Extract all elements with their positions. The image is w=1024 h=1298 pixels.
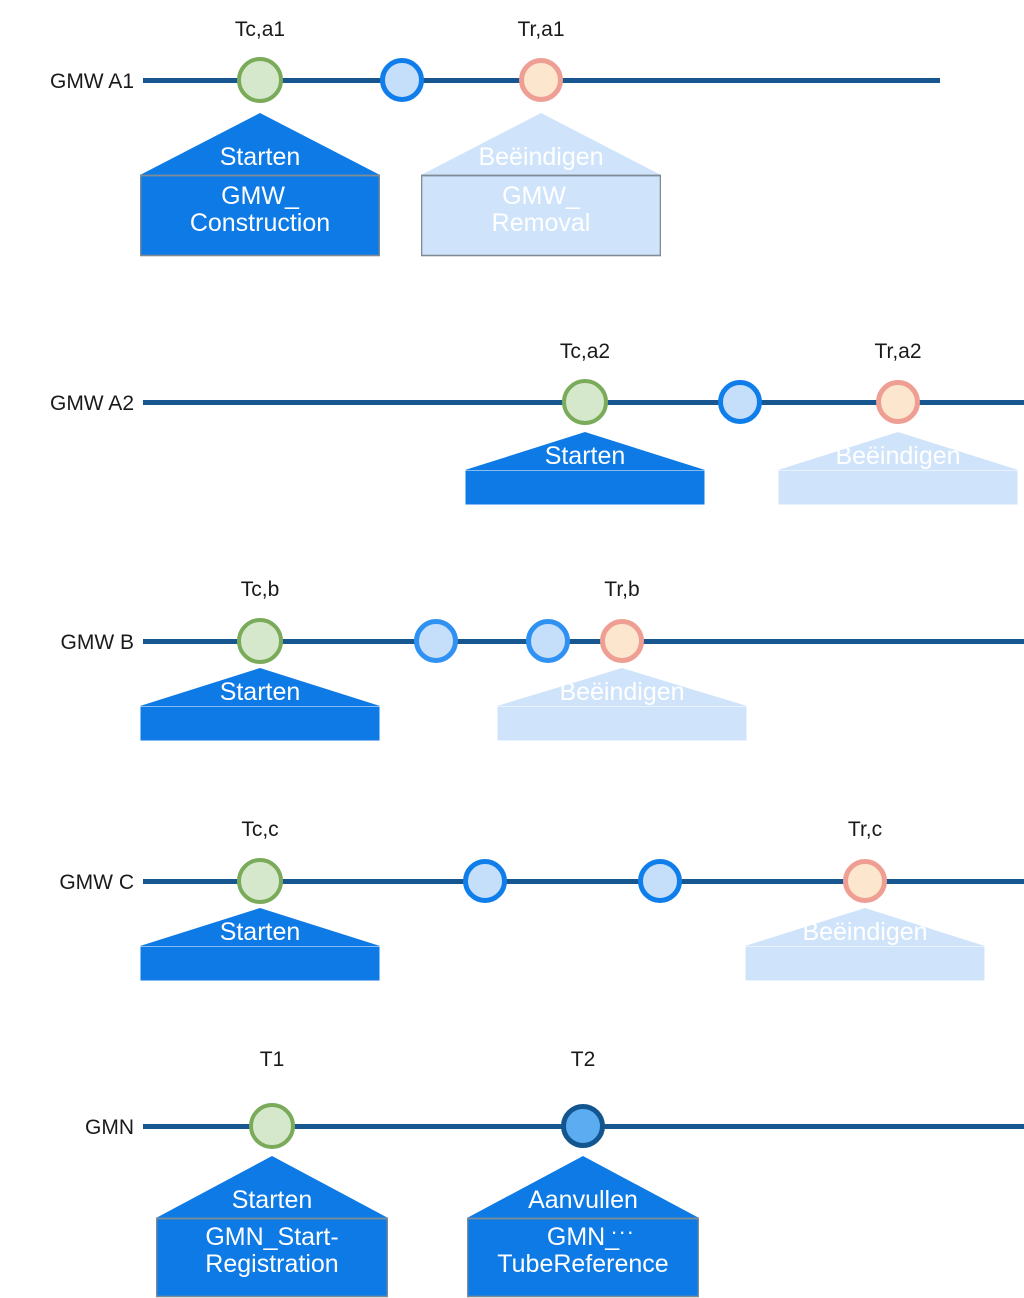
row-label-gmw-c: GMW C — [59, 871, 134, 894]
tick-label-gmw-b-3: Tr,b — [604, 578, 640, 601]
node-red-removal-gmw-a1[interactable] — [519, 58, 563, 102]
house-starten: Starten — [140, 668, 380, 742]
node-blue-intermediate-gmw-a2[interactable] — [718, 380, 762, 424]
row-label-gmw-a2: GMW A2 — [49, 392, 134, 415]
house-beeindigen: Beëindigen — [745, 908, 985, 982]
house-starten: Starten — [465, 432, 705, 506]
node-blue-intermediate-2-gmw-c[interactable] — [638, 859, 682, 903]
node-green-construction-gmw-b[interactable] — [237, 618, 283, 664]
house-beeindigen-shape — [778, 432, 1018, 505]
node-red-removal-gmw-a2[interactable] — [876, 380, 920, 424]
house-gmn-startregistration-shape — [156, 1156, 388, 1298]
house-starten-shape — [140, 908, 380, 981]
house-beeindigen-shape — [745, 908, 985, 981]
house-gmn-tubereference-ellipsis: ... — [611, 1214, 636, 1239]
node-green-start-gmn[interactable] — [249, 1103, 295, 1149]
house-beeindigen-shape — [497, 668, 747, 741]
tick-label-gmw-a2-2: Tr,a2 — [874, 340, 922, 363]
node-green-construction-gmw-a1[interactable] — [237, 57, 283, 103]
house-gmn-tubereference: Aanvullen...GMN_TubeReference — [467, 1156, 699, 1298]
house-starten-shape — [465, 432, 705, 505]
tick-label-gmw-a1-0: Tc,a1 — [234, 18, 286, 41]
timeline-axis-gmw-c — [143, 879, 1024, 884]
row-label-gmw-b: GMW B — [60, 631, 135, 654]
tick-label-gmw-c-0: Tc,c — [241, 818, 279, 841]
node-blue-intermediate-gmw-a1[interactable] — [380, 58, 424, 102]
node-blue-intermediate-1-gmw-b[interactable] — [414, 619, 458, 663]
row-label-gmw-a1: GMW A1 — [49, 70, 134, 93]
house-starten: Starten — [140, 908, 380, 982]
house-starten-shape — [140, 668, 380, 741]
node-green-construction-gmw-a2[interactable] — [562, 379, 608, 425]
house-beeindigen: Beëindigen — [497, 668, 747, 742]
tick-label-gmw-a1-2: Tr,a1 — [517, 18, 565, 41]
node-red-removal-gmw-c[interactable] — [843, 859, 887, 903]
timeline-axis-gmw-b — [143, 639, 1024, 644]
row-label-gmn: GMN — [85, 1116, 134, 1139]
tick-label-gmn-0: T1 — [259, 1048, 285, 1071]
node-darkblue-tube-gmn[interactable] — [561, 1104, 605, 1148]
tick-label-gmn-1: T2 — [570, 1048, 596, 1071]
tick-label-gmw-a2-0: Tc,a2 — [559, 340, 611, 363]
tick-label-gmw-b-0: Tc,b — [240, 578, 280, 601]
node-red-removal-gmw-b[interactable] — [600, 619, 644, 663]
node-blue-intermediate-1-gmw-c[interactable] — [463, 859, 507, 903]
house-gmn-tubereference-shape — [467, 1156, 699, 1298]
node-green-construction-gmw-c[interactable] — [237, 858, 283, 904]
house-gmw-construction-shape — [140, 113, 380, 257]
node-blue-intermediate-2-gmw-b[interactable] — [526, 619, 570, 663]
house-beeindigen: Beëindigen — [778, 432, 1018, 506]
tick-label-gmw-c-3: Tr,c — [847, 818, 883, 841]
house-gmw-removal-shape — [421, 113, 661, 257]
